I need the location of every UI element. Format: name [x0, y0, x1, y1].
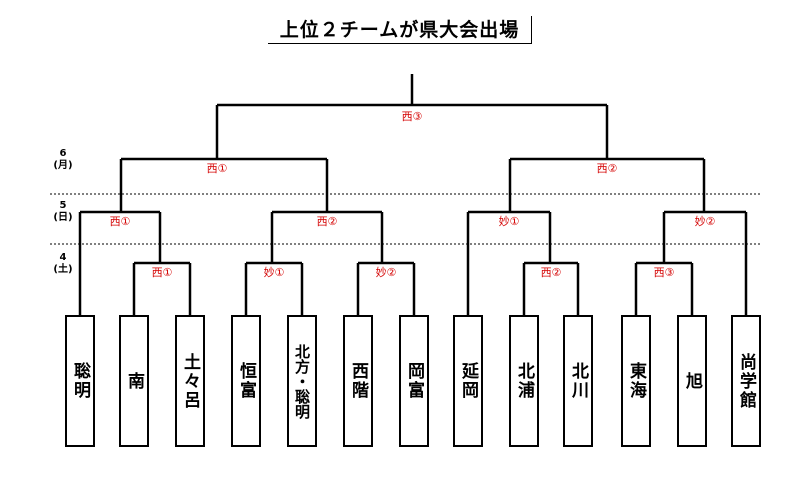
- team-box: 西階: [343, 315, 373, 447]
- team-name: 岡富: [404, 362, 424, 400]
- day-label-june4: 4 (土): [50, 252, 76, 276]
- day-weekday: (月): [53, 160, 73, 171]
- team-name: 尚学館: [736, 352, 756, 410]
- team-name: 旭: [682, 371, 702, 391]
- team-name: 北川: [568, 362, 588, 400]
- match-label-r1-1: 西①: [150, 266, 174, 279]
- team-name: 恒富: [236, 362, 256, 400]
- team-name: 南: [124, 371, 144, 391]
- match-label-r1-3: 妙②: [374, 266, 398, 279]
- team-name: 土々呂: [180, 352, 200, 410]
- team-box: 北川: [563, 315, 593, 447]
- team-name: 聡明: [70, 362, 90, 400]
- match-label-qf1: 西①: [108, 215, 132, 228]
- day-weekday: (日): [53, 212, 73, 223]
- match-label-final: 西③: [400, 110, 424, 123]
- day-weekday: (土): [53, 264, 73, 275]
- team-box: 北方・聡明: [287, 315, 317, 447]
- team-name: 東海: [626, 362, 646, 400]
- team-box: 岡富: [399, 315, 429, 447]
- page-title: 上位２チームが県大会出場: [268, 16, 532, 44]
- team-name: 北方・聡明: [293, 343, 311, 419]
- day-number: 6: [59, 148, 67, 159]
- match-label-semi-left: 西①: [205, 162, 229, 175]
- team-name: 延岡: [458, 362, 478, 400]
- match-label-qf3: 妙①: [497, 215, 521, 228]
- day-label-june5: 5 (日): [50, 200, 76, 224]
- team-box: 北浦: [509, 315, 539, 447]
- team-box: 南: [119, 315, 149, 447]
- team-box: 聡明: [65, 315, 95, 447]
- match-label-qf2: 西②: [315, 215, 339, 228]
- day-number: 5: [59, 200, 67, 211]
- team-box: 土々呂: [175, 315, 205, 447]
- team-name: 北浦: [514, 362, 534, 400]
- match-label-r1-5: 西③: [652, 266, 676, 279]
- team-box: 旭: [677, 315, 707, 447]
- team-box: 延岡: [453, 315, 483, 447]
- day-number: 4: [59, 252, 67, 263]
- team-box: 恒富: [231, 315, 261, 447]
- match-label-r1-4: 西②: [539, 266, 563, 279]
- team-name: 西階: [348, 362, 368, 400]
- day-label-june6: 6 (月): [50, 148, 76, 172]
- team-box: 東海: [621, 315, 651, 447]
- match-label-semi-right: 西②: [595, 162, 619, 175]
- match-label-r1-2: 妙①: [262, 266, 286, 279]
- team-box: 尚学館: [731, 315, 761, 447]
- match-label-qf4: 妙②: [693, 215, 717, 228]
